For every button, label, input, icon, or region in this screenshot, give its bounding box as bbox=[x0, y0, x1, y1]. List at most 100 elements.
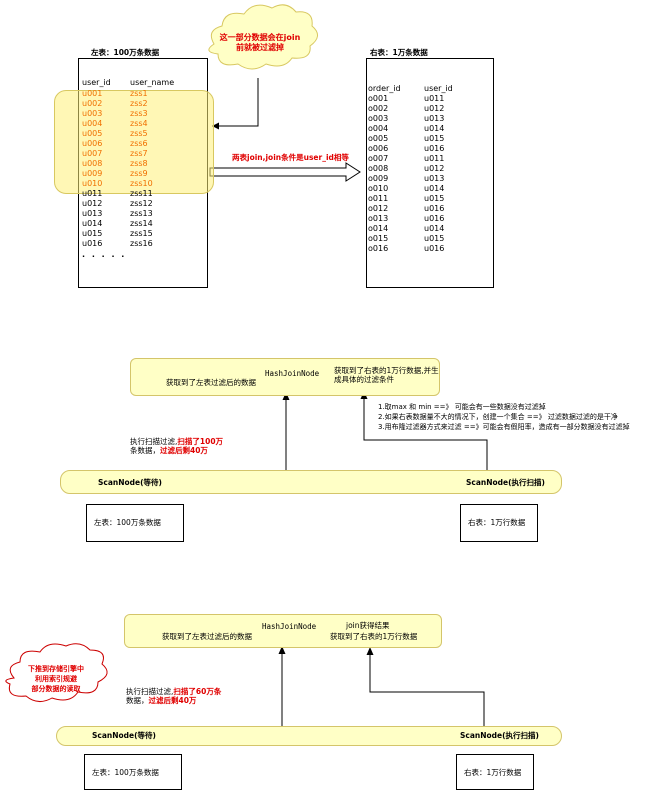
user-id-cell: u004 bbox=[82, 119, 103, 128]
join-arrow-label: 两表join,join条件是user_id相等 bbox=[232, 153, 349, 162]
user-name-cell: zss15 bbox=[130, 229, 153, 238]
order-id-cell: o010 bbox=[368, 184, 389, 193]
left-table-title: 左表：100万条数据 bbox=[91, 48, 160, 57]
cloud-text-top: 这一部分数据会在join 前就被过滤掉 bbox=[215, 33, 305, 53]
user-id-cell: u016 bbox=[424, 214, 445, 223]
left-table-header: user_id user_name bbox=[82, 78, 190, 88]
mid-left-source-box bbox=[86, 504, 184, 542]
user-id-cell: u012 bbox=[82, 199, 103, 208]
scan-node-right: ScanNode(执行扫描) bbox=[466, 478, 545, 487]
cloud-text-line-1: 这一部分数据会在join bbox=[219, 33, 301, 42]
order-id-cell: o008 bbox=[368, 164, 389, 173]
user-id-cell: u001 bbox=[82, 89, 103, 98]
right-table-row: o005 u015 bbox=[368, 134, 484, 144]
order-id-cell: o014 bbox=[368, 224, 389, 233]
bottom-cloud-line-2: 利用索引规避 bbox=[35, 675, 77, 683]
order-id-cell: o002 bbox=[368, 104, 389, 113]
bottom-scan-node-left: ScanNode(等待) bbox=[92, 731, 156, 740]
bottom-exec-text: 执行扫描过滤,扫描了60万条 数据，过滤后剩40万 bbox=[126, 687, 221, 705]
column-header-order-id: order_id bbox=[368, 84, 401, 93]
cloud-shape-bottom bbox=[5, 643, 108, 702]
bottom-scan-node-bar bbox=[56, 726, 562, 746]
exec-text-1-red: 扫描了100万 bbox=[177, 437, 224, 446]
user-name-cell: zss7 bbox=[130, 149, 148, 158]
user-name-cell: zss16 bbox=[130, 239, 153, 248]
right-table-box bbox=[366, 58, 494, 288]
bottom-cloud-line-1: 下推到存储引擎中 bbox=[28, 665, 84, 673]
user-name-cell: zss6 bbox=[130, 139, 148, 148]
filter-note-2: 2.如果右表数据量不大的情况下，创建一个集合 ==》 过滤数据过滤的是干净 bbox=[378, 413, 618, 421]
cloud-text-line-2: 前就被过滤掉 bbox=[236, 43, 284, 52]
filter-note-3: 3.用布隆过滤器方式来过滤 ==》可能会有假阳率，造成有一部分数据没有过滤掉 bbox=[378, 423, 630, 431]
exec-text-1: 执行扫描过滤, bbox=[130, 437, 178, 446]
exec-text-2: 条数据， bbox=[130, 446, 160, 455]
column-header-user-id: user_id bbox=[82, 78, 111, 87]
user-name-cell: zss1 bbox=[130, 89, 148, 98]
bottom-hash-join-node-label: HashJoinNode bbox=[262, 622, 317, 631]
scan-node-left: ScanNode(等待) bbox=[98, 478, 162, 487]
user-id-cell: u016 bbox=[82, 239, 103, 248]
left-table-row: u002 zss2 bbox=[82, 99, 190, 109]
filtered-rows-highlight bbox=[54, 90, 214, 194]
order-id-cell: o007 bbox=[368, 154, 389, 163]
left-table-row: u007 zss7 bbox=[82, 149, 190, 159]
filter-note-1: 1.取max 和 min ==》 可能会有一些数据没有过滤掉 bbox=[378, 403, 546, 411]
hash-join-node-box bbox=[130, 358, 440, 396]
cloud-shape-top bbox=[208, 4, 318, 70]
order-id-cell: o013 bbox=[368, 214, 389, 223]
bottom-cloud-text: 下推到存储引擎中 利用索引规避 部分数据的读取 bbox=[18, 664, 94, 694]
bottom-left-source-label: 左表：100万条数据 bbox=[92, 768, 159, 777]
user-name-cell: zss10 bbox=[130, 179, 153, 188]
user-id-cell: u007 bbox=[82, 149, 103, 158]
filter-notes: 1.取max 和 min ==》 可能会有一些数据没有过滤掉 2.如果右表数据量… bbox=[378, 402, 630, 432]
left-table-row: u010 zss10 bbox=[82, 179, 190, 189]
bottom-exec-text-1: 执行扫描过滤, bbox=[126, 687, 174, 696]
column-header-user-id: user_id bbox=[424, 84, 453, 93]
right-table-row: o006 u016 bbox=[368, 144, 484, 154]
user-id-cell: u013 bbox=[424, 114, 445, 123]
order-id-cell: o006 bbox=[368, 144, 389, 153]
user-id-cell: u002 bbox=[82, 99, 103, 108]
hash-join-node-label: HashJoinNode bbox=[265, 369, 320, 378]
user-id-cell: u014 bbox=[82, 219, 103, 228]
hash-right-line-2: 成具体的过滤条件 bbox=[334, 375, 394, 384]
exec-text-2-red: 过滤后剩40万 bbox=[160, 446, 208, 455]
left-table-row: u004 zss4 bbox=[82, 119, 190, 129]
order-id-cell: o015 bbox=[368, 234, 389, 243]
user-id-cell: u015 bbox=[424, 234, 445, 243]
user-id-cell: u015 bbox=[424, 134, 445, 143]
user-name-cell: zss4 bbox=[130, 119, 148, 128]
user-id-cell: u011 bbox=[424, 94, 445, 103]
user-id-cell: u016 bbox=[424, 144, 445, 153]
user-name-cell: zss2 bbox=[130, 99, 148, 108]
user-name-cell: zss13 bbox=[130, 209, 153, 218]
hash-left-text: 获取到了左表过滤后的数据 bbox=[166, 378, 256, 387]
user-name-cell: zss8 bbox=[130, 159, 148, 168]
user-id-cell: u015 bbox=[424, 194, 445, 203]
order-id-cell: o005 bbox=[368, 134, 389, 143]
user-id-cell: u003 bbox=[82, 109, 103, 118]
right-table-header: order_id user_id bbox=[368, 84, 484, 94]
user-id-cell: u015 bbox=[82, 229, 103, 238]
mid-right-source-box bbox=[460, 504, 538, 542]
user-id-cell: u010 bbox=[82, 179, 103, 188]
right-table-row: o015 u015 bbox=[368, 234, 484, 244]
column-header-user-name: user_name bbox=[130, 78, 175, 87]
user-id-cell: u009 bbox=[82, 169, 103, 178]
user-id-cell: u013 bbox=[424, 174, 445, 183]
order-id-cell: o012 bbox=[368, 204, 389, 213]
user-id-cell: u011 bbox=[82, 189, 103, 198]
